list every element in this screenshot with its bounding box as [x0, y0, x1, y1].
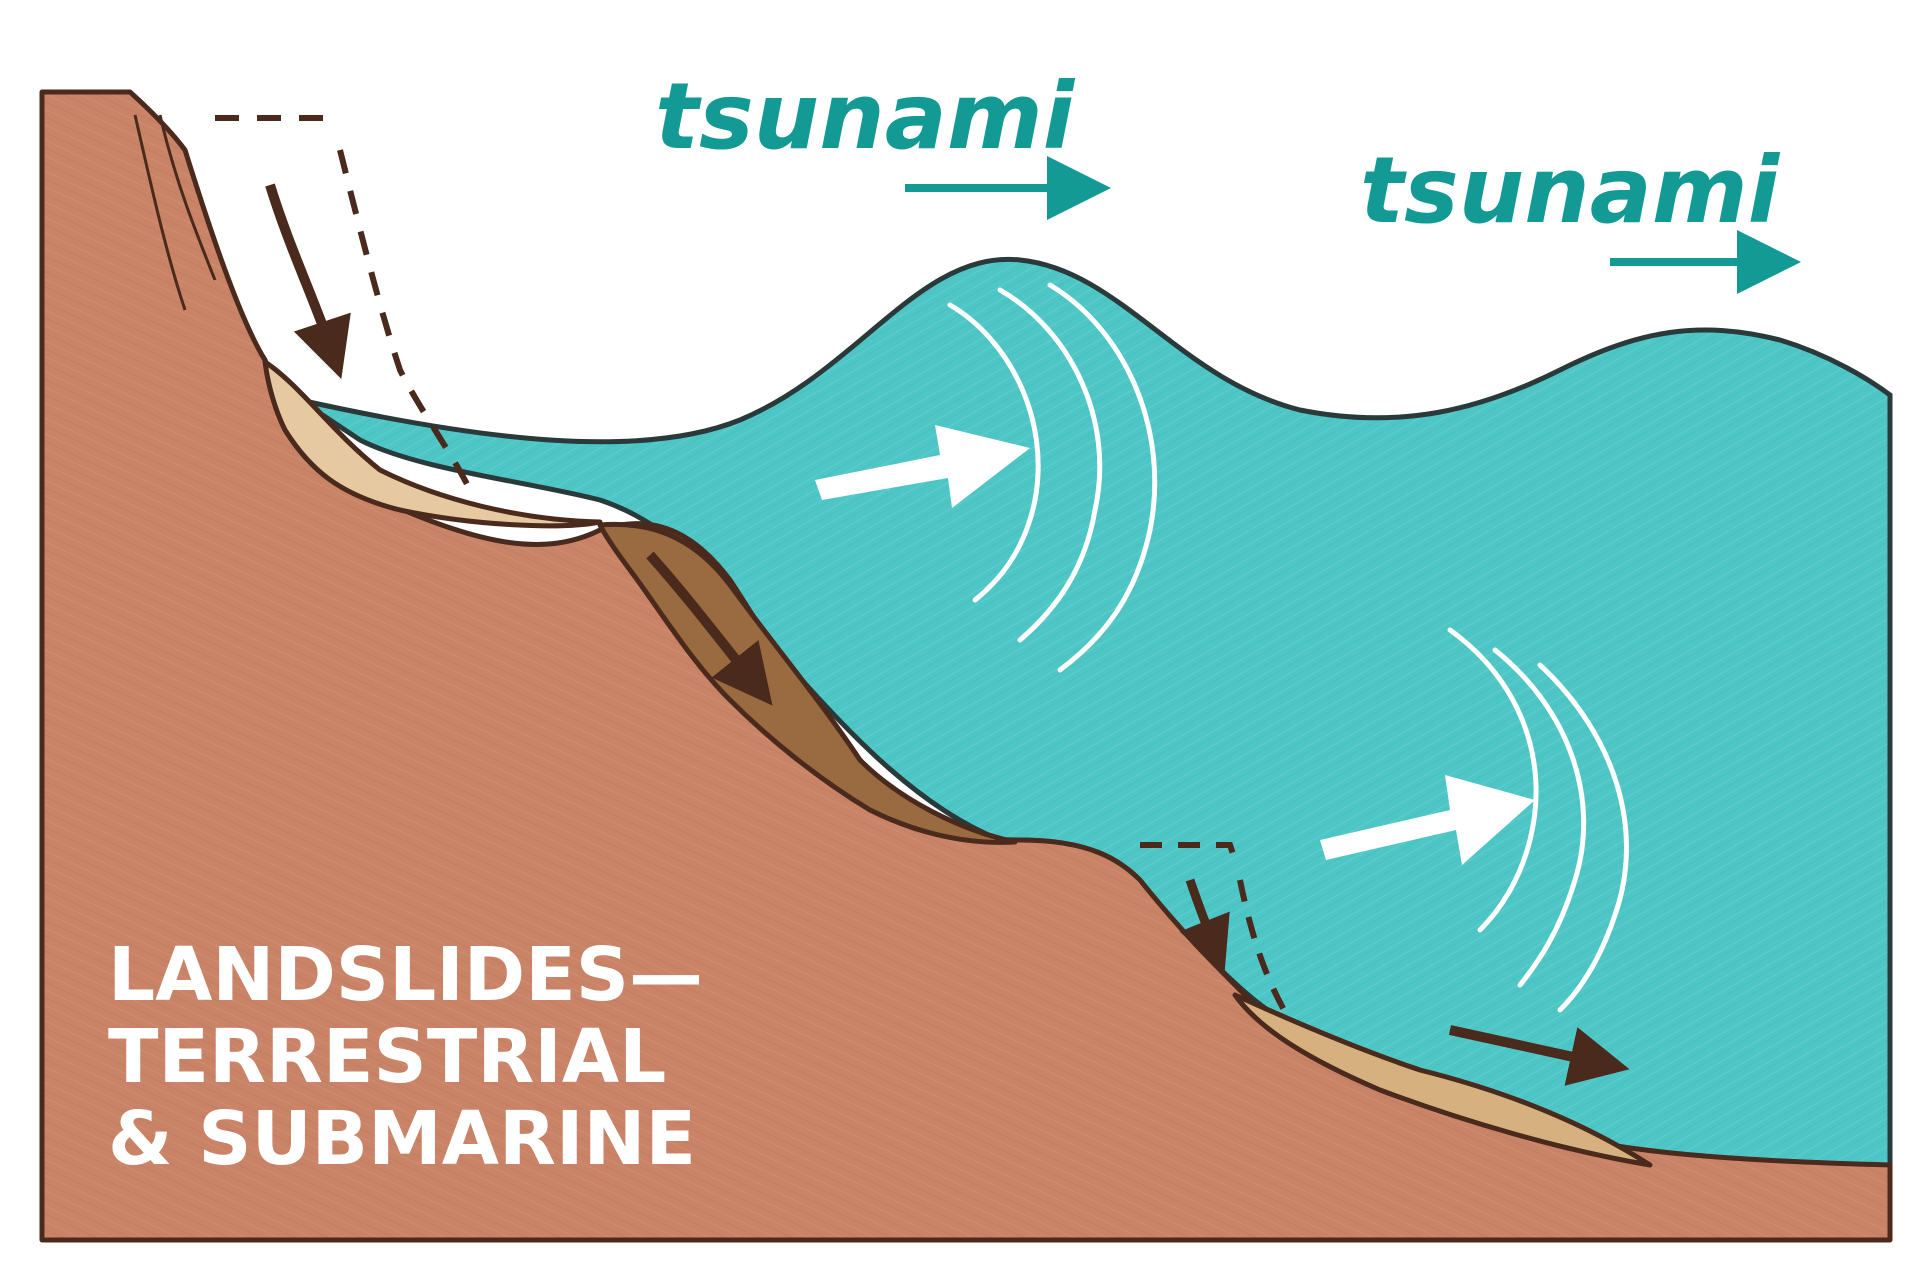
terrestrial-slide-arrow — [265, 183, 351, 379]
wave-arcs-lower — [1447, 627, 1629, 1013]
wave-energy-arrow-upper — [815, 425, 1030, 508]
original-slope-outline — [1140, 842, 1293, 1022]
diagram-title-line-2: TERRESTRIAL — [108, 1014, 666, 1100]
wave-energy-arrow-lower — [1320, 775, 1535, 865]
terrestrial-landslide-deposit — [262, 359, 603, 529]
cliff-strata-line — [133, 114, 187, 311]
tsunami-label-1: tsunami — [655, 63, 1076, 170]
submarine-landslide-body — [597, 521, 1018, 845]
diagram-title-line-3: & SUBMARINE — [108, 1096, 696, 1182]
slope-failure-arrow — [1179, 878, 1230, 972]
wave-arcs-upper — [947, 282, 1158, 673]
submarine-landslide-deposit — [1232, 992, 1653, 1168]
debris-flow-arrow — [1448, 1025, 1630, 1086]
tsunami-label-2: tsunami — [1360, 137, 1781, 244]
submarine-slide-arrow — [646, 551, 773, 706]
cliff-strata-line — [158, 114, 217, 281]
original-cliff-outline — [215, 115, 473, 492]
diagram-title-line-1: LANDSLIDES— — [108, 932, 703, 1018]
